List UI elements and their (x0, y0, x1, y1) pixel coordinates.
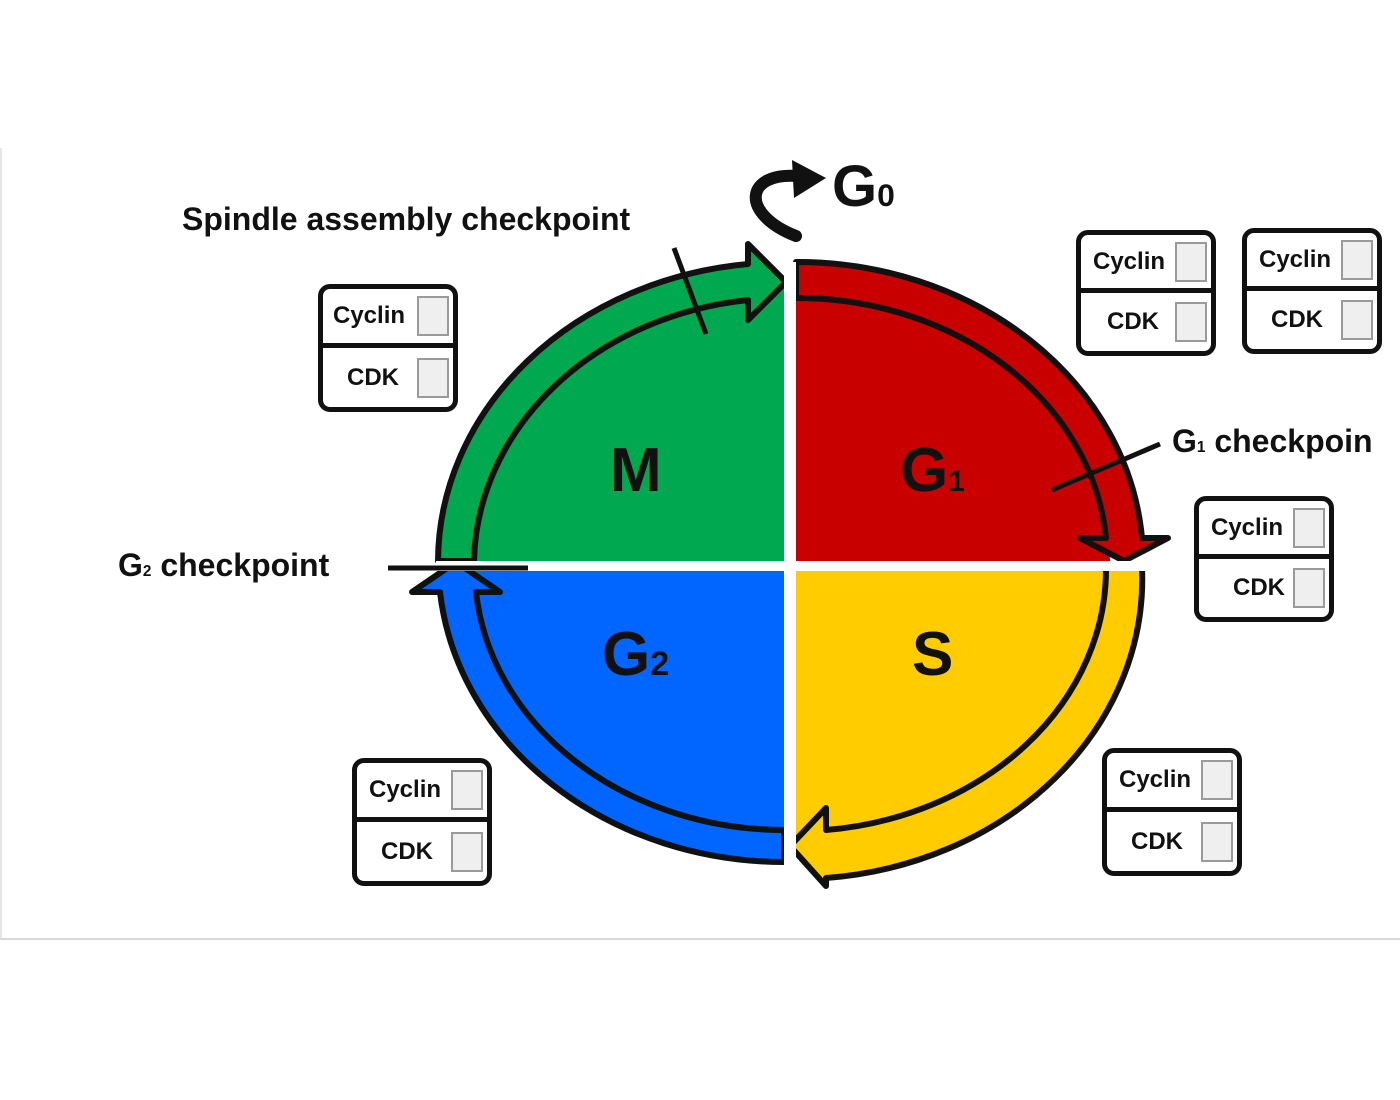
cyclin-label: Cyclin (1211, 513, 1284, 541)
quadrant-g1 (796, 276, 1110, 561)
quadrant-s (796, 571, 1110, 842)
arrow-s-band (787, 565, 1146, 889)
g0-curved-arrow (749, 169, 804, 242)
phase-g2-sub: 2 (650, 645, 670, 683)
cyclin-drop-box[interactable] (451, 770, 483, 810)
cyclin-drop-box[interactable] (1201, 760, 1233, 800)
cyclin-label: Cyclin (333, 302, 406, 329)
page-edge-line (0, 148, 2, 938)
arrow-g1-band (793, 258, 1171, 564)
phase-m-label: M (610, 436, 662, 505)
phase-g2-base: G (602, 620, 651, 689)
arrow-m-band (435, 241, 789, 564)
cyclin-cdk-card-s: Cyclin CDK (1102, 748, 1242, 876)
cdk-drop-box[interactable] (1293, 568, 1325, 608)
cyclin-cdk-card-g2: Cyclin CDK (352, 758, 492, 886)
cdk-drop-box[interactable] (1341, 300, 1373, 340)
cdk-label: CDK (1131, 827, 1183, 855)
spindle-checkpoint-label: Spindle assembly checkpoint (182, 201, 631, 237)
g2-checkpoint-label: G2 checkpoint (118, 549, 329, 581)
g1-checkpoint-base: G (1172, 423, 1197, 459)
g0-sub: 0 (877, 177, 895, 213)
g2-checkpoint-rest: checkpoint (151, 547, 330, 583)
cyclin-label: Cyclin (1119, 766, 1192, 793)
g2-checkpoint-base: G (118, 547, 143, 583)
divider-horizontal (436, 561, 1148, 571)
phase-g2-label: G2 (602, 624, 669, 686)
cyclin-label: Cyclin (1093, 247, 1166, 275)
cdk-drop-box[interactable] (417, 357, 449, 398)
cyclin-label: Cyclin (369, 776, 442, 803)
cdk-drop-box[interactable] (451, 831, 483, 872)
cyclin-cdk-card-g1-b: Cyclin CDK (1242, 228, 1382, 354)
cyclin-cdk-card-m: Cyclin CDK (318, 284, 458, 412)
cyclin-drop-box[interactable] (1175, 241, 1207, 282)
page-bottom-divider (0, 938, 1400, 940)
g0-base: G (832, 154, 878, 219)
quadrant-g2 (470, 571, 784, 842)
cyclin-drop-box[interactable] (417, 296, 449, 336)
g2-checkpoint-sub: 2 (142, 563, 152, 580)
cdk-label: CDK (347, 363, 399, 391)
cdk-drop-box[interactable] (1201, 821, 1233, 862)
phase-g1-base: G (900, 436, 949, 505)
cdk-label: CDK (1107, 308, 1159, 335)
phase-g1-sub: 1 (948, 465, 965, 498)
g0-arrowhead (792, 160, 826, 198)
cdk-drop-box[interactable] (1175, 302, 1207, 342)
spindle-checkpoint-marker (671, 247, 709, 335)
cdk-label: CDK (1233, 574, 1285, 601)
cyclin-cdk-card-g1-a: Cyclin CDK (1076, 230, 1216, 356)
phase-s-label: S (912, 620, 954, 689)
g1-checkpoint-rest: checkpoin (1205, 423, 1373, 459)
g0-label: G0 (832, 158, 895, 216)
phase-g1-label: G1 (900, 440, 965, 502)
g1-checkpoint-label: G1 checkpoin (1172, 425, 1373, 457)
g1-checkpoint-marker (1051, 441, 1161, 493)
g1-checkpoint-sub: 1 (1196, 439, 1206, 456)
cdk-label: CDK (381, 837, 433, 865)
cyclin-drop-box[interactable] (1341, 239, 1373, 280)
cyclin-cdk-card-g1-checkpoint: Cyclin CDK (1194, 496, 1334, 622)
cdk-label: CDK (1271, 306, 1323, 333)
quadrant-m (470, 276, 784, 561)
cyclin-label: Cyclin (1259, 245, 1332, 273)
cyclin-drop-box[interactable] (1293, 507, 1325, 548)
